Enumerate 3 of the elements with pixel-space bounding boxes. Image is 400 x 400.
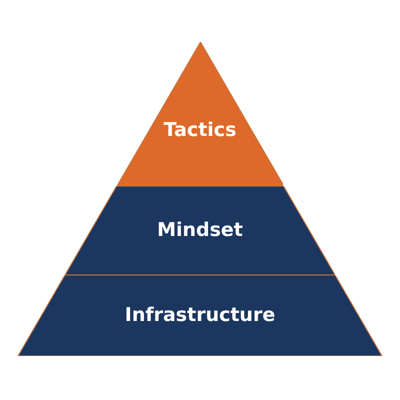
tier-label: Tactics	[162, 119, 238, 142]
tier-label: Mindset	[156, 218, 244, 240]
tier-label: Infrastructure	[124, 304, 276, 326]
